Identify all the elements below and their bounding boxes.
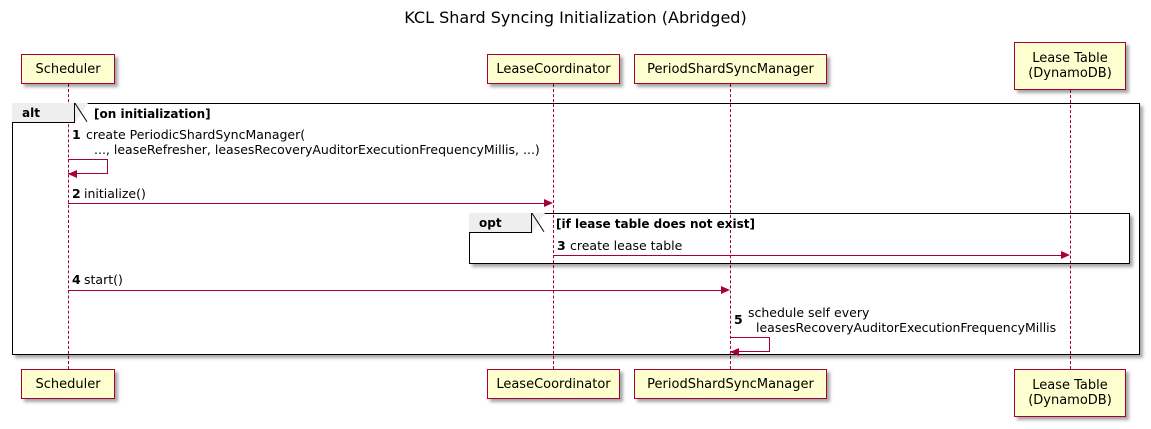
participant-label: Lease Table: [1032, 378, 1108, 393]
message-5-text-line1: schedule self every: [748, 305, 870, 320]
message-5-text-line2: leasesRecoveryAuditorExecutionFrequencyM…: [756, 320, 1057, 335]
fragment-alt-tab-corner-icon: [75, 103, 88, 123]
participant-label: Lease Table: [1032, 51, 1108, 66]
lifeline-periodshardsyncmanager: [730, 84, 731, 369]
message-5-number: 5: [734, 312, 743, 327]
fragment-opt-operator-label: opt: [479, 215, 502, 230]
fragment-alt-tab-corner-stroke: [74, 102, 90, 125]
participant-label: LeaseCoordinator: [496, 61, 611, 77]
message-4-number: 4: [72, 272, 81, 287]
message-5-label: 5: [734, 312, 743, 327]
message-5-self-loop: [730, 337, 770, 352]
message-1-text-line1: create PeriodicShardSyncManager(: [86, 127, 306, 142]
participant-scheduler-bottom[interactable]: Scheduler: [21, 369, 115, 399]
fragment-opt-guard: [if lease table does not exist]: [556, 217, 756, 231]
lifeline-scheduler: [68, 84, 69, 369]
message-4-line: [68, 290, 721, 291]
message-4-arrowhead: [721, 285, 730, 294]
message-2-text: initialize(): [84, 186, 146, 201]
participant-scheduler-top[interactable]: Scheduler: [21, 54, 115, 84]
participant-label: PeriodShardSyncManager: [647, 61, 814, 77]
participant-leasetable-bottom[interactable]: Lease Table (DynamoDB): [1014, 369, 1126, 417]
participant-periodshardsyncmanager-top[interactable]: PeriodShardSyncManager: [634, 54, 827, 84]
message-2-number: 2: [72, 186, 81, 201]
participant-label-sub: (DynamoDB): [1028, 66, 1112, 81]
fragment-opt-operator-tab: opt: [469, 213, 532, 233]
lifeline-leasetable: [1070, 90, 1071, 369]
fragment-alt: [12, 103, 1140, 355]
fragment-alt-operator-tab: alt: [12, 103, 75, 123]
participant-label: PeriodShardSyncManager: [647, 376, 814, 392]
fragment-opt-tab-corner-stroke: [531, 212, 547, 235]
message-1-number: 1: [72, 127, 81, 142]
message-3-label: 3: [557, 238, 566, 253]
participant-label: LeaseCoordinator: [496, 376, 611, 392]
message-1-self-loop: [68, 159, 108, 174]
message-4-label: 4: [72, 272, 81, 287]
message-3-arrowhead: [1061, 250, 1070, 259]
participant-label: Scheduler: [35, 376, 101, 392]
participant-label-sub: (DynamoDB): [1028, 393, 1112, 408]
participant-periodshardsyncmanager-bottom[interactable]: PeriodShardSyncManager: [634, 369, 827, 399]
message-5-arrowhead: [730, 347, 739, 356]
participant-leasetable-top[interactable]: Lease Table (DynamoDB): [1014, 42, 1126, 90]
fragment-alt-guard: [on initialization]: [94, 107, 211, 121]
fragment-alt-operator-label: alt: [22, 105, 40, 120]
message-1-arrowhead: [68, 169, 77, 178]
diagram-title: KCL Shard Syncing Initialization (Abridg…: [404, 8, 747, 27]
participant-leasecoordinator-bottom[interactable]: LeaseCoordinator: [487, 369, 620, 399]
participant-leasecoordinator-top[interactable]: LeaseCoordinator: [487, 54, 620, 84]
message-2-arrowhead: [544, 198, 553, 207]
fragment-opt: [469, 213, 1130, 264]
message-2-line: [68, 203, 544, 204]
message-1-label: 1: [72, 127, 81, 142]
message-1-text-line2: ..., leaseRefresher, leasesRecoveryAudit…: [94, 142, 540, 157]
message-3-text: create lease table: [570, 238, 683, 253]
message-4-text: start(): [84, 272, 123, 287]
lifeline-leasecoordinator: [553, 84, 554, 369]
message-3-line: [553, 255, 1061, 256]
message-3-number: 3: [557, 238, 566, 253]
fragment-opt-tab-corner-icon: [532, 213, 545, 233]
message-2-label: 2: [72, 186, 81, 201]
participant-label: Scheduler: [35, 61, 101, 77]
